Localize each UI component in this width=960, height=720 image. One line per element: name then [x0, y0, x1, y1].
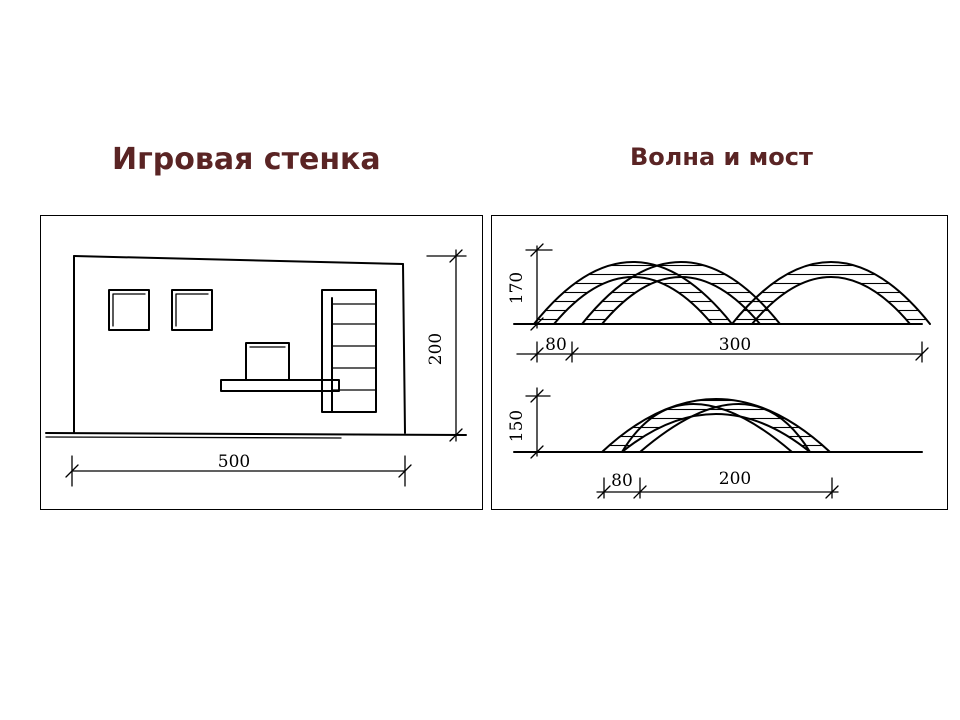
wave-length-dimension: 80 300 [516, 335, 929, 363]
bridge-height-label: 150 [507, 410, 527, 442]
wall-outline [45, 255, 467, 439]
bridge-length-label: 200 [719, 469, 751, 489]
box-with-shelf [220, 342, 340, 392]
wave-and-bridge-drawing-panel: 170 80 300 150 80 [491, 215, 948, 510]
play-wall-drawing-panel: 500 200 [40, 215, 483, 510]
title-wave-and-bridge: Волна и мост [630, 143, 813, 171]
bridge-length-dimension: 80 200 [596, 469, 839, 499]
wall-height-dimension: 200 [426, 249, 467, 442]
bridge-structure [513, 398, 923, 453]
window-left [108, 289, 150, 331]
wave-height-dimension: 170 [507, 243, 553, 331]
bridge-height-dimension: 150 [507, 387, 551, 459]
ladder [321, 289, 377, 413]
play-wall-drawing: 500 200 [45, 249, 467, 487]
title-play-wall: Игровая стенка [112, 142, 381, 177]
wave-height-label: 170 [507, 272, 527, 304]
bridge-offset-label: 80 [611, 471, 633, 491]
wall-width-dimension: 500 [65, 452, 412, 487]
window-middle [171, 289, 213, 331]
wall-width-label: 500 [218, 452, 250, 472]
wall-height-label: 200 [426, 333, 446, 365]
wave-length-label: 300 [719, 335, 751, 355]
wave-offset-label: 80 [545, 335, 567, 355]
wave-structure [513, 261, 931, 325]
wave-and-bridge-drawing: 170 80 300 150 80 [507, 243, 931, 499]
